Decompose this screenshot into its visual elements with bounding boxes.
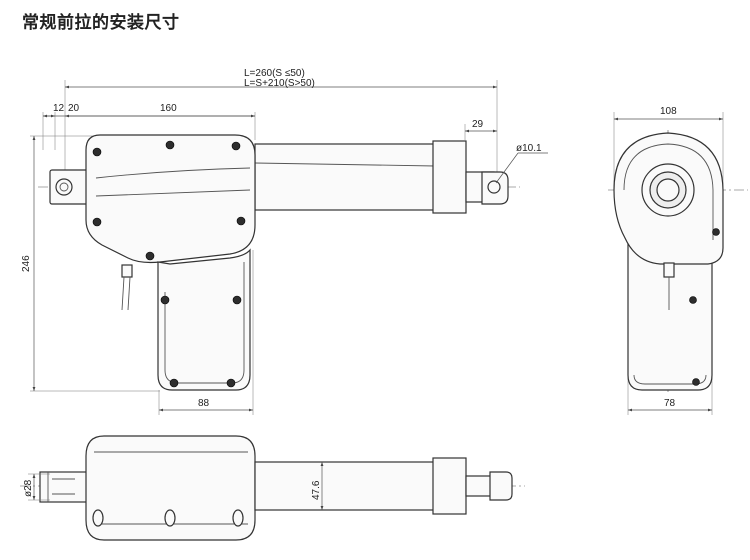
screw (692, 378, 700, 386)
hand-control-housing (157, 248, 251, 391)
side-housing-inner (623, 143, 714, 240)
screw (226, 378, 236, 388)
cable-gland (121, 264, 133, 278)
page-title: 常规前拉的安装尺寸 (22, 13, 180, 33)
rod-end-hole (487, 180, 501, 194)
top-outer-tube (254, 461, 436, 511)
dim-29: 29 (472, 119, 484, 130)
dim-88: 88 (198, 398, 210, 409)
screw (236, 216, 246, 226)
screw (165, 140, 175, 150)
housing-seam (95, 167, 251, 179)
cable (121, 276, 131, 311)
screw (169, 378, 179, 388)
top-screw-cover (164, 509, 176, 527)
top-rod-end (489, 471, 513, 501)
screw (145, 251, 155, 261)
dim-overall-length-1: L=260(S ≤50) (244, 68, 305, 79)
outer-tube (254, 143, 436, 211)
side-handle-edge (633, 374, 707, 385)
tube-highlight (254, 162, 436, 167)
top-inner-rod (465, 475, 493, 497)
dim-hole-dia: ø10.1 (516, 143, 542, 154)
dim-246: 246 (21, 255, 32, 272)
rear-clevis-hole (55, 178, 73, 196)
front-view: L=260(S ≤50) L=S+210(S>50) 12 20 160 29 … (21, 68, 548, 415)
dim-12: 12 (53, 103, 65, 114)
screw (231, 141, 241, 151)
motor-housing (85, 134, 256, 264)
side-cable-gland (663, 262, 675, 278)
top-tube-end-cap (432, 457, 467, 515)
leader-line (495, 152, 519, 184)
housing-seam (95, 189, 251, 197)
tube-end-cap (432, 140, 467, 214)
rear-clevis-hole-inner (59, 182, 69, 192)
dim-160: 160 (160, 103, 177, 114)
dim-20: 20 (68, 103, 80, 114)
screw (92, 217, 102, 227)
dim-overall-length-2: L=S+210(S>50) (244, 78, 315, 89)
screw (232, 295, 242, 305)
side-rod (656, 178, 680, 202)
side-handle-housing (627, 239, 713, 391)
dim-pin-dia: ø28 (23, 479, 34, 497)
dim-108: 108 (660, 106, 677, 117)
dim-tube-dia: 47.6 (311, 480, 322, 500)
dim-78: 78 (664, 398, 676, 409)
screw (92, 147, 102, 157)
screw (689, 296, 697, 304)
screw (160, 295, 170, 305)
top-view: ø28 47.6 (20, 435, 525, 541)
handle-inner-edge (164, 262, 245, 384)
top-motor-housing (85, 435, 256, 541)
screw (712, 228, 720, 236)
top-rear-clevis (39, 471, 91, 503)
top-screw-cover (92, 509, 104, 527)
top-screw-cover (232, 509, 244, 527)
side-view: 108 78 (608, 106, 748, 415)
